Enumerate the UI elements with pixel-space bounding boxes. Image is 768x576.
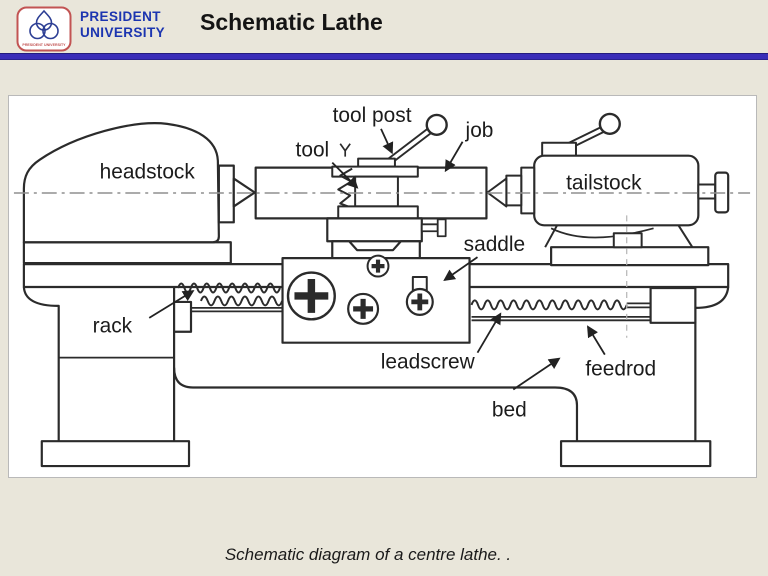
label-tool: tool	[296, 139, 330, 162]
feedrod-bracket-right	[649, 286, 697, 324]
headstock-shape	[22, 122, 256, 265]
university-name-line1: PRESIDENT	[80, 9, 161, 24]
logo-petal-right	[42, 22, 59, 40]
tool-post-shape	[331, 157, 419, 208]
lathe-diagram-panel: headstock tool post tool job tailstock s…	[8, 95, 757, 478]
feedrod-shape	[191, 306, 651, 322]
label-rack: rack	[93, 315, 133, 338]
university-name: PRESIDENT UNIVERSITY	[80, 9, 165, 40]
label-bed: bed	[492, 398, 527, 421]
bed-underside	[172, 367, 579, 442]
logo-petal-top	[35, 9, 53, 31]
saddle-shape	[331, 240, 421, 260]
lathe-schematic: headstock tool post tool job tailstock s…	[13, 104, 751, 468]
header-divider	[0, 53, 768, 60]
apron	[281, 254, 471, 344]
logo-petal-left	[29, 22, 46, 40]
tool-clamp-icon	[339, 143, 351, 157]
tailstock-base	[550, 246, 710, 267]
label-feedrod: feedrod	[585, 358, 656, 381]
leadscrew-shape	[200, 295, 651, 311]
spindle-nose	[217, 164, 235, 224]
label-tailstock: tailstock	[566, 172, 642, 195]
logo-caption: PRESIDENT UNIVERSITY	[22, 43, 66, 47]
university-name-line2: UNIVERSITY	[80, 24, 166, 40]
leader-arrows	[148, 128, 606, 391]
page-title: Schematic Lathe	[200, 9, 383, 35]
cross-slide	[326, 205, 447, 260]
university-logo-icon: PRESIDENT UNIVERSITY	[16, 6, 72, 52]
label-headstock: headstock	[100, 161, 196, 184]
slide-caption: Schematic diagram of a centre lathe. .	[224, 545, 512, 564]
label-saddle: saddle	[464, 233, 526, 256]
cross-slide-handle	[420, 223, 439, 233]
feedrod-bracket-left	[172, 300, 193, 333]
tool-post-lever	[385, 113, 448, 166]
tailstock-shape	[486, 112, 730, 267]
rack-shape	[177, 282, 281, 294]
tailstock-quill	[520, 166, 536, 215]
label-leadscrew: leadscrew	[381, 351, 476, 374]
tailstock-handwheel-stem	[697, 183, 717, 200]
tool-shape	[337, 167, 354, 210]
right-leg	[172, 286, 730, 468]
label-tool-post: tool post	[333, 104, 412, 127]
label-job: job	[465, 119, 494, 142]
